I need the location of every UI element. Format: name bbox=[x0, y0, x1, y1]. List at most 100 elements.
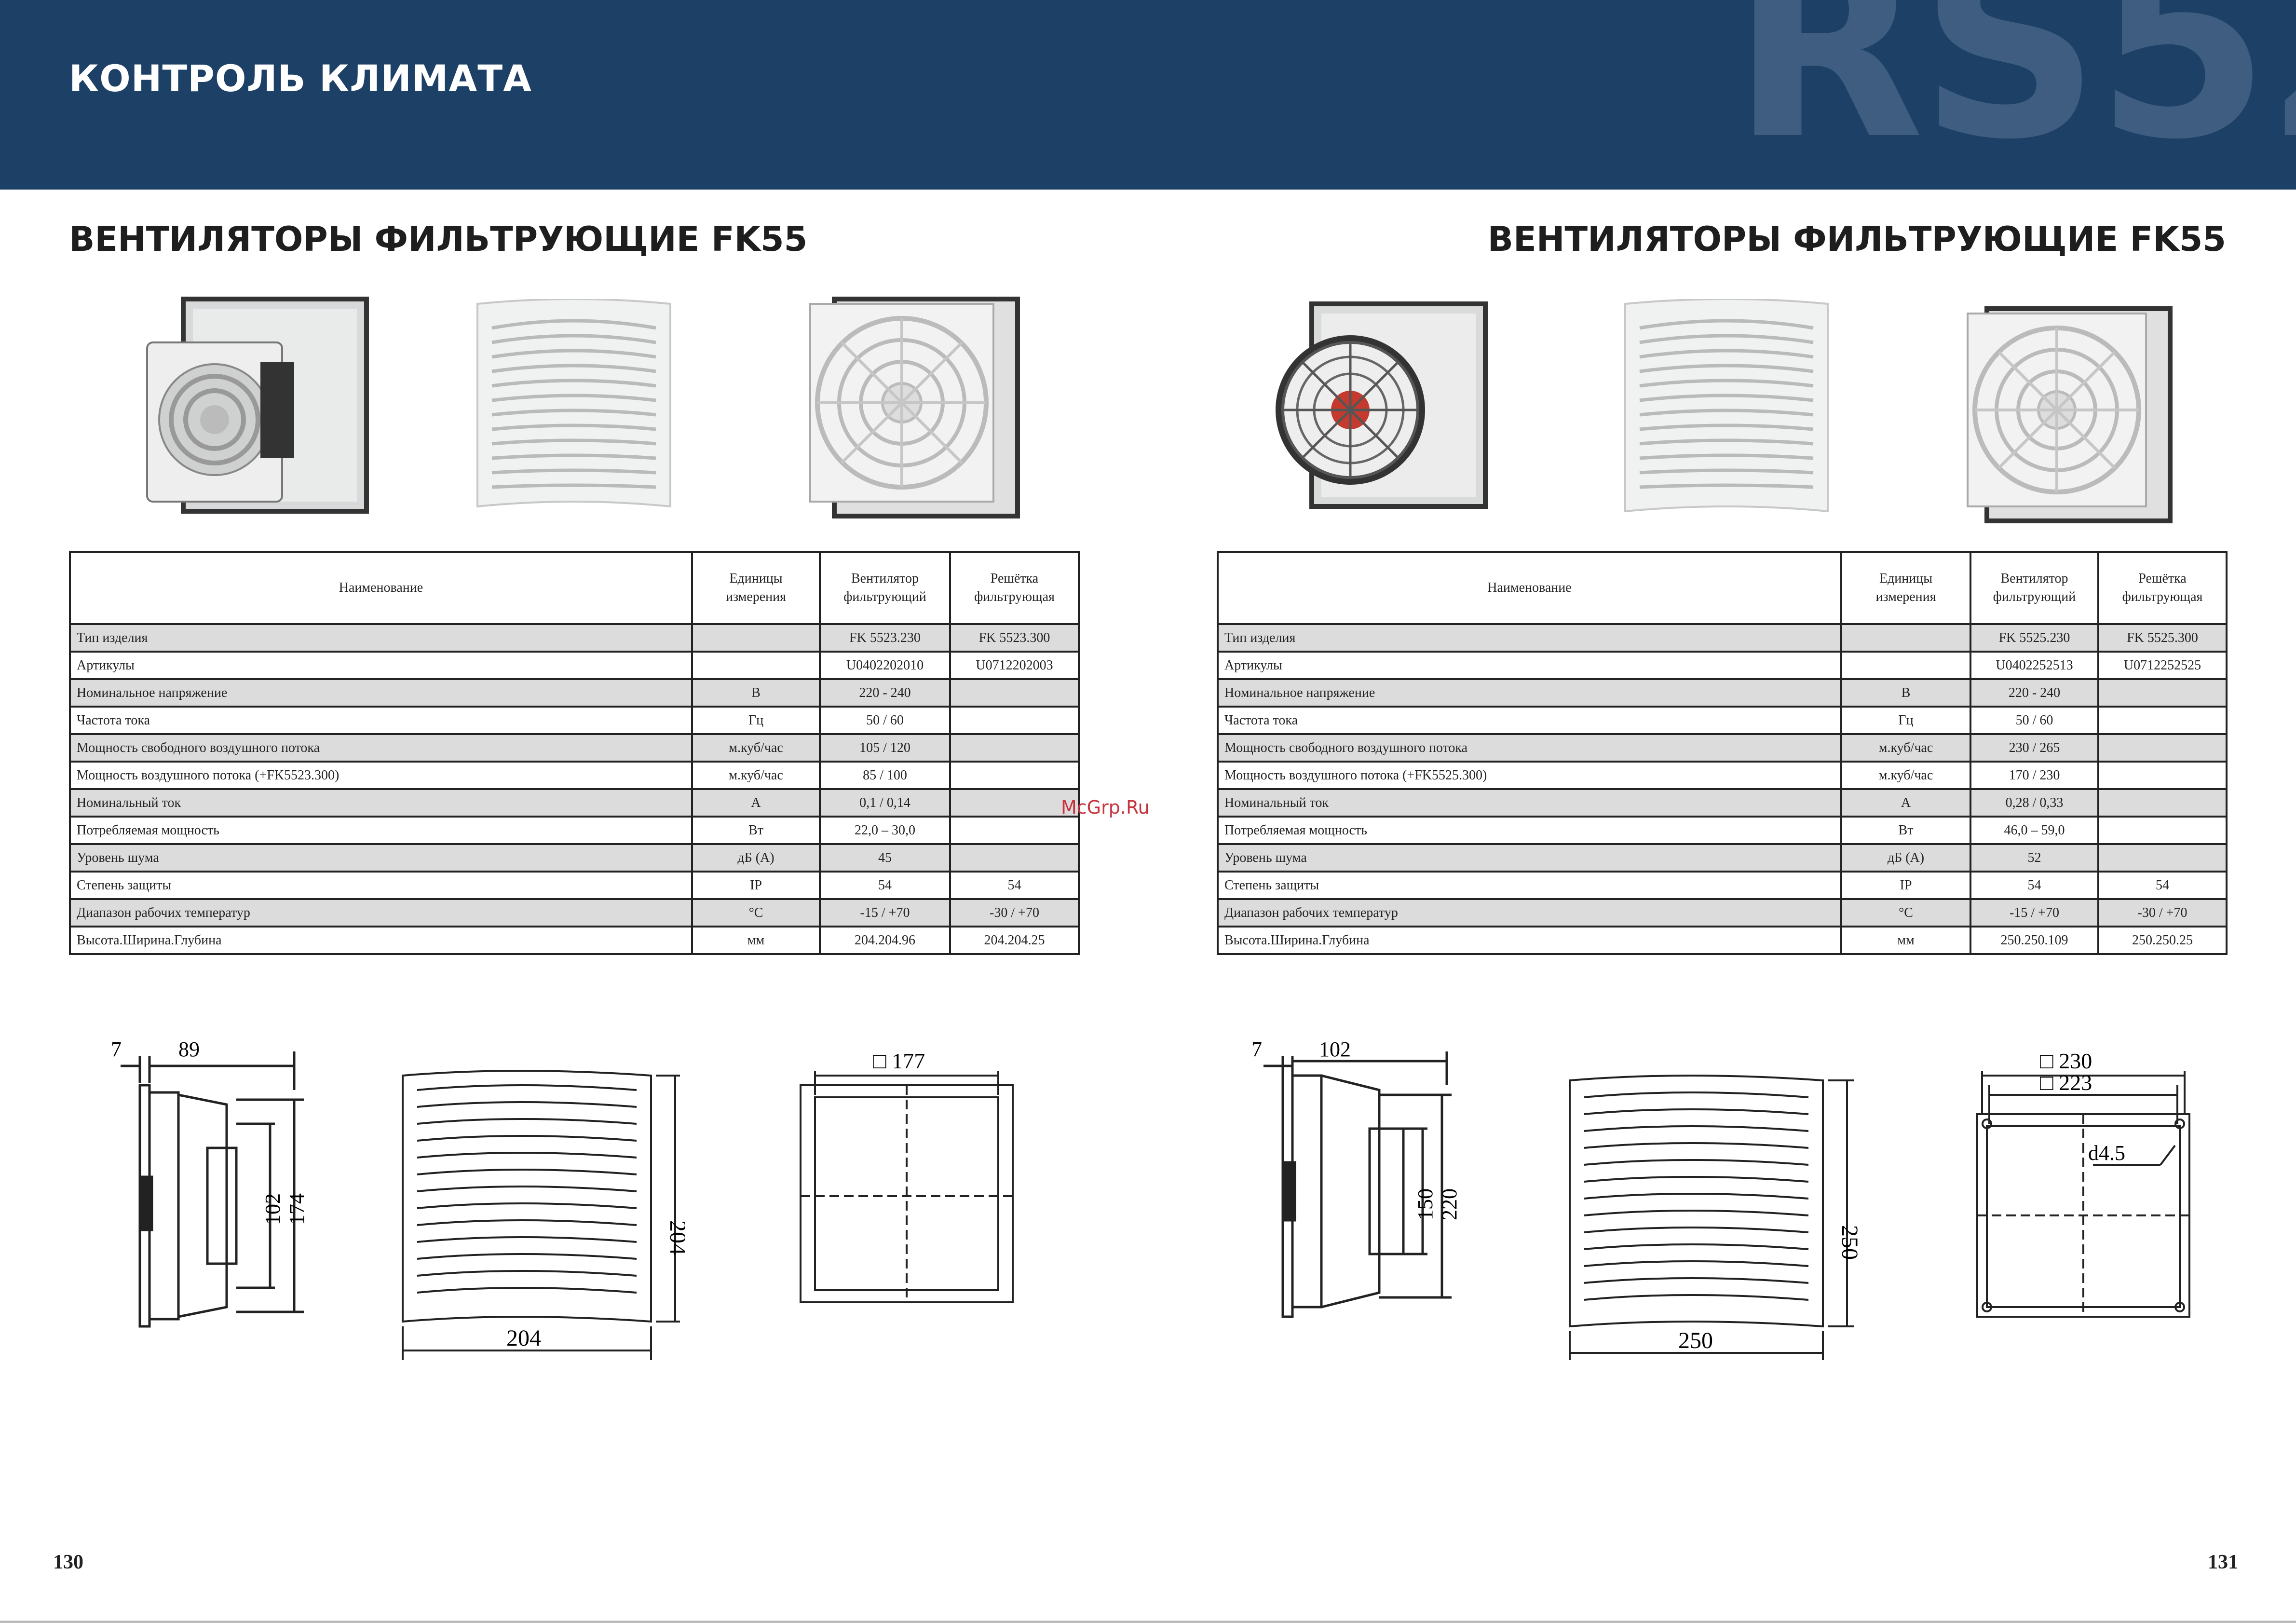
header-units: Единицы измерения bbox=[691, 551, 821, 625]
left-side-drawing: 7 89 102 174 bbox=[111, 1037, 309, 1328]
cell-name: Мощность свободного воздушного потока bbox=[69, 733, 693, 763]
table-header-row: Наименование Единицы измерения Вентилято… bbox=[1217, 551, 2228, 625]
cell-grille bbox=[2097, 843, 2228, 873]
cell-name: Степень защиты bbox=[1217, 871, 1842, 900]
cell-units bbox=[1840, 623, 1971, 653]
dim-label: 102 bbox=[1319, 1037, 1351, 1061]
cell-name: Номинальный ток bbox=[69, 788, 693, 818]
cell-grille bbox=[949, 678, 1080, 708]
cell-grille: 204.204.25 bbox=[949, 926, 1080, 955]
cell-fan: 54 bbox=[1970, 871, 2099, 900]
cell-units bbox=[691, 623, 821, 653]
cell-name: Мощность воздушного потока (+FK5525.300) bbox=[1217, 761, 1842, 790]
cell-units: Гц bbox=[691, 706, 821, 735]
cell-fan: 54 bbox=[819, 871, 951, 900]
cell-grille: -30 / +70 bbox=[949, 898, 1080, 927]
cell-units: °С bbox=[691, 898, 821, 927]
header-fan: Вентилятор фильтрующий bbox=[819, 551, 951, 625]
right-grille-photo bbox=[1624, 299, 1829, 513]
cell-name: Тип изделия bbox=[69, 623, 693, 653]
page-header: RS52 КОНТРОЛЬ КЛИМАТА bbox=[0, 0, 2296, 190]
cell-grille: FK 5523.300 bbox=[949, 623, 1080, 653]
cell-fan: 46,0 – 59,0 bbox=[1970, 816, 2099, 845]
cell-grille bbox=[2097, 788, 2228, 818]
cell-units: Вт bbox=[1840, 816, 1971, 845]
cell-units bbox=[1840, 651, 1971, 680]
cell-fan: 50 / 60 bbox=[1970, 706, 2099, 735]
cell-fan: 220 - 240 bbox=[1970, 678, 2099, 708]
cell-name: Номинальное напряжение bbox=[1217, 678, 1842, 708]
cell-units: Гц bbox=[1840, 706, 1971, 735]
cell-units: м.куб/час bbox=[1840, 733, 1971, 763]
cell-fan: 45 bbox=[819, 843, 951, 873]
cell-name: Номинальное напряжение bbox=[69, 678, 693, 708]
dim-label: 102 bbox=[261, 1193, 285, 1225]
cell-fan: 230 / 265 bbox=[1970, 733, 2099, 763]
cell-grille: U0712252525 bbox=[2097, 651, 2228, 680]
left-cutout-drawing: □ 177 bbox=[800, 1049, 1014, 1303]
cell-grille bbox=[2097, 678, 2228, 708]
cell-units: В bbox=[691, 678, 821, 708]
right-fan-photo bbox=[1276, 301, 1488, 509]
cell-units: м.куб/час bbox=[691, 761, 821, 790]
dim-label: 7 bbox=[1251, 1037, 1262, 1061]
dim-label: 150 bbox=[1413, 1188, 1437, 1220]
cell-name: Тип изделия bbox=[1217, 623, 1842, 653]
cell-fan: 220 - 240 bbox=[819, 678, 951, 708]
cell-grille bbox=[949, 706, 1080, 735]
cell-fan: FK 5525.230 bbox=[1970, 623, 2099, 653]
cell-grille: 54 bbox=[949, 871, 1080, 900]
cell-name: Мощность воздушного потока (+FK5523.300) bbox=[69, 761, 693, 790]
cell-name: Степень защиты bbox=[69, 871, 693, 900]
cell-fan: U0402252513 bbox=[1970, 651, 2099, 680]
cell-name: Диапазон рабочих температур bbox=[69, 898, 693, 927]
cell-fan: FK 5523.230 bbox=[819, 623, 951, 653]
page-number-right: 131 bbox=[2208, 1551, 2238, 1573]
cell-units: дБ (А) bbox=[691, 843, 821, 873]
header-fan: Вентилятор фильтрующий bbox=[1970, 551, 2099, 625]
site-watermark: McGrp.Ru bbox=[1061, 797, 1150, 818]
right-side-drawing: 7 102 150 220 bbox=[1251, 1037, 1461, 1318]
header-name: Наименование bbox=[1217, 551, 1842, 625]
cell-grille bbox=[949, 733, 1080, 763]
table-row: Мощность воздушного потока (+FK5523.300)… bbox=[69, 761, 1080, 790]
cell-units: Вт bbox=[691, 816, 821, 845]
cell-units: А bbox=[1840, 788, 1971, 818]
dim-label: □ 223 bbox=[2040, 1070, 2092, 1095]
dim-label: □ 177 bbox=[873, 1049, 925, 1073]
header-units: Единицы измерения bbox=[1840, 551, 1971, 625]
cell-units: А bbox=[691, 788, 821, 818]
cell-fan: 250.250.109 bbox=[1970, 926, 2099, 955]
cell-fan: 22,0 – 30,0 bbox=[819, 816, 951, 845]
right-cutout-drawing: □ 230 □ 223 d4.5 bbox=[1976, 1049, 2190, 1318]
cell-name: Уровень шума bbox=[69, 843, 693, 873]
cell-grille: 250.250.25 bbox=[2097, 926, 2228, 955]
left-section-title: ВЕНТИЛЯТОРЫ ФИЛЬТРУЮЩИЕ FK55 bbox=[69, 219, 808, 259]
header-name: Наименование bbox=[69, 551, 693, 625]
cell-units: °С bbox=[1840, 898, 1971, 927]
cell-fan: 170 / 230 bbox=[1970, 761, 2099, 790]
cell-name: Высота.Ширина.Глубина bbox=[1217, 926, 1842, 955]
cell-units: мм bbox=[1840, 926, 1971, 955]
left-fan-photo bbox=[146, 297, 369, 514]
dim-label: d4.5 bbox=[2088, 1141, 2125, 1165]
cell-units: В bbox=[1840, 678, 1971, 708]
cell-grille bbox=[2097, 816, 2228, 845]
cell-grille: -30 / +70 bbox=[2097, 898, 2228, 927]
cell-fan: 52 bbox=[1970, 843, 2099, 873]
table-row: Мощность воздушного потока (+FK5525.300)… bbox=[1217, 761, 2228, 790]
dim-label: 174 bbox=[285, 1193, 309, 1225]
cell-grille bbox=[2097, 733, 2228, 763]
dim-label: □ 230 bbox=[2040, 1049, 2092, 1073]
